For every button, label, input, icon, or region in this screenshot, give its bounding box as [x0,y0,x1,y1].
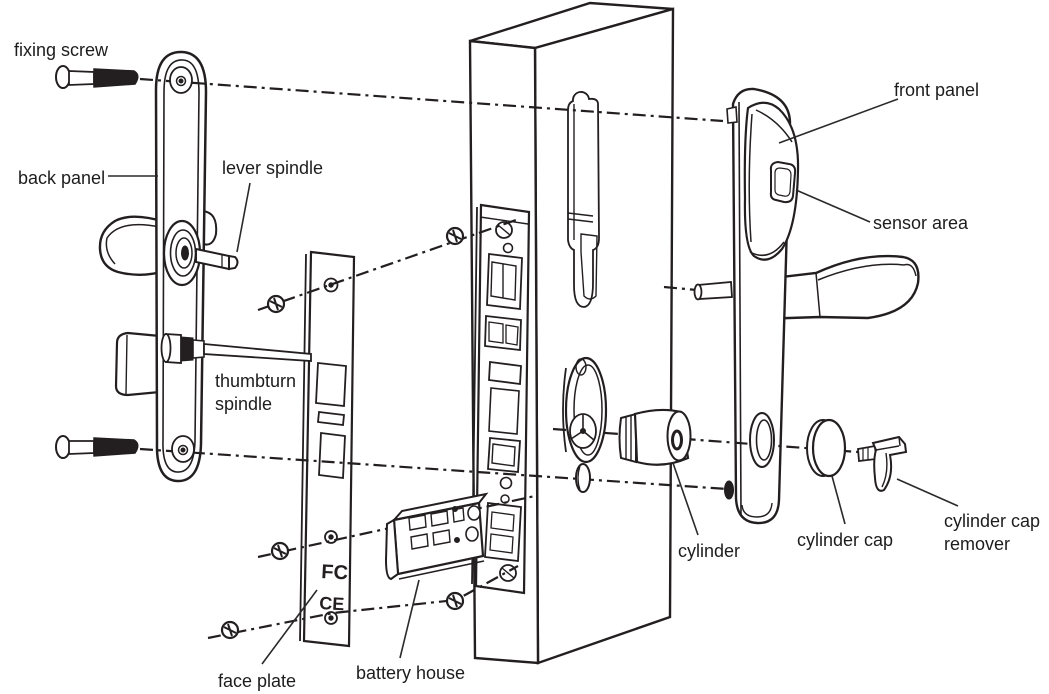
cylinder-hole-ring [749,412,775,468]
thumbturn-spindle-shaft [203,343,312,362]
label-battery-house: battery house [356,663,465,683]
sensor-area-pad [769,160,797,204]
label-cap-remover-line1: cylinder cap [944,511,1040,531]
front-lever-handle [754,254,920,321]
back-panel-fittings [160,66,312,463]
oval-washer [575,463,591,493]
screw-lock-bottom [445,591,465,611]
thumbturn-paddle [114,331,162,397]
screw-lock-top [445,226,465,246]
part-labels: fixing screw back panel lever spindle th… [14,40,1040,691]
battery-house [384,492,489,581]
keyway [671,429,683,451]
leader-lever-spindle [236,182,251,253]
label-cylinder-cap: cylinder cap [797,530,893,550]
lock-body-plate [474,203,531,595]
axis-screw-upper [257,218,517,312]
axis-top-fixing [139,77,724,123]
label-face-plate: face plate [218,671,296,691]
axis-spindle-short [663,285,698,292]
screw-upper-left [266,294,286,314]
deadbolt-cutout [318,431,346,480]
front-panel [731,87,920,525]
leader-cylinder [672,462,699,536]
label-cylinder: cylinder [678,541,740,561]
battery-connector-cutout [484,501,522,563]
face-plate: FC CE [299,250,356,648]
label-back-panel: back panel [18,168,105,188]
latch-bolt-cutout [486,252,523,311]
cylinder-face [666,410,692,462]
door-front-face [533,7,675,665]
mounting-screws [220,226,465,640]
front-panel-fittings [693,106,775,500]
fixing-screw-bottom [55,435,139,459]
label-fixing-screw: fixing screw [14,40,109,60]
back-lever-handle [98,215,167,276]
deadbolt-slot [488,387,520,435]
back-lever-neck [200,209,218,246]
ce-mark: CE [319,593,345,614]
label-cap-remover-line2: remover [944,534,1010,554]
label-thumbturn-line1: thumbturn [215,371,296,391]
leader-front-panel [778,98,899,144]
axis-bottom-fixing [139,447,728,491]
panel-post-top [726,106,738,124]
aux-cutout [317,410,345,427]
front-spindle-shaft [697,281,733,300]
label-sensor-area: sensor area [873,213,969,233]
leader-face-plate [261,589,318,665]
panel-post-bottom [724,480,734,500]
screw-lower-left [220,620,240,640]
thumbturn-rosette [562,356,608,464]
cylinder-cap-remover [857,435,908,492]
leader-sensor-area [795,189,871,223]
leader-cylinder-cap [831,475,846,525]
cylinder [618,408,692,466]
cylinder-cap [806,418,847,478]
fixing-screw-top [55,65,139,89]
leader-battery-house [399,579,420,659]
mortise-lock-body [471,203,531,595]
label-thumbturn-line2: spindle [215,394,272,414]
label-front-panel: front panel [894,80,979,100]
latch-cutout [315,362,347,407]
leader-lines [108,98,959,665]
door-slot-cutout [567,91,600,308]
thumbturn-knob [160,333,205,364]
deadbolt-cutout-lock [487,437,521,473]
face-plate-body [302,250,356,648]
aux-latch-cutout [484,314,522,352]
fcc-mark: FC [321,561,349,584]
screw-mid-left [270,541,290,561]
back-panel [98,50,218,483]
leader-cap-remover [896,478,959,507]
label-lever-spindle: lever spindle [222,158,323,178]
axis-screw-lower [207,565,519,640]
